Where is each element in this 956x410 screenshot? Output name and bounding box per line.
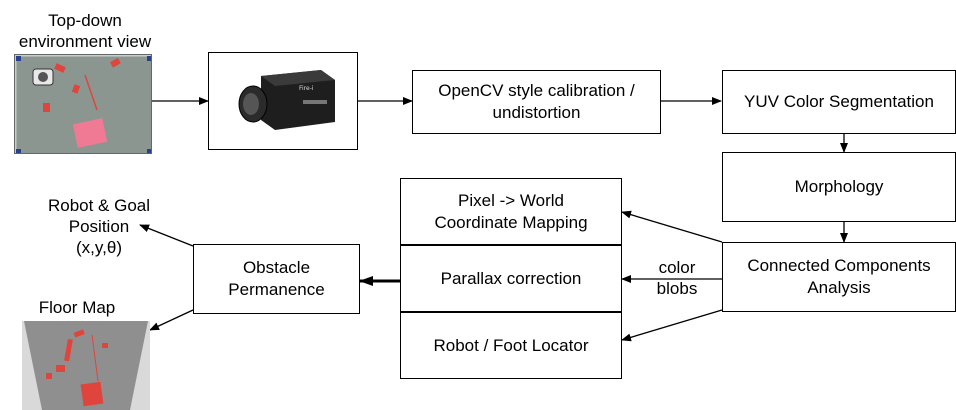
environment-view-image [14,54,152,154]
map-obstacle [56,365,65,372]
corner-marker [16,56,21,61]
map-obstacle [102,343,108,348]
corner-marker [147,149,151,153]
map-obstacle [64,338,73,362]
robot-head [38,72,48,82]
arrow-obstacle-to-floor-map [149,309,194,331]
camera-brand-text: Fire-i [299,85,314,92]
camera-lens-glass [243,93,259,115]
environment-view-drawing [15,55,151,153]
camera-icon: Fire-i [238,70,335,130]
color-blobs-label: color blobs [656,258,698,298]
arrow-connected-to-pixel-world [621,210,723,243]
morphology-box: Morphology [722,152,956,222]
map-obstacle [46,373,52,379]
obstacle-line [84,74,98,111]
floor-map-drawing [22,321,150,410]
obstacle-block [71,84,81,94]
corner-marker [147,56,151,61]
map-obstacle [73,329,85,338]
goal-pad [72,118,108,148]
obstacle-permanence-box: Obstacle Permanence [193,244,360,314]
map-goal-area [80,381,104,407]
camera-box: Fire-i [208,52,358,150]
parallax-correction-box: Parallax correction [400,245,622,312]
camera-top [261,70,335,86]
floor-map-image [22,321,150,410]
floor-map-area [24,321,148,410]
obstacle-block [54,63,66,73]
top-view-label: Top-down environment view [18,11,152,51]
corner-marker [16,149,21,153]
camera-detail [303,100,327,104]
obstacle-block [43,103,50,112]
map-obstacle-line [91,334,99,382]
calibration-box: OpenCV style calibration / undistortion [412,70,661,134]
pixel-world-mapping-box: Pixel -> World Coordinate Mapping [400,178,622,245]
arrow-connected-to-robot-foot [621,309,723,342]
connected-components-box: Connected Components Analysis [722,242,956,312]
yuv-segmentation-box: YUV Color Segmentation [722,70,956,134]
robot-foot-locator-box: Robot / Foot Locator [400,312,622,379]
arrow-obstacle-to-robot-goal [139,224,194,247]
obstacle-block [110,57,121,68]
floor-map-label: Floor Map [38,298,116,317]
robot-goal-position-label: Robot & Goal Position (x,y,θ) [47,196,151,257]
